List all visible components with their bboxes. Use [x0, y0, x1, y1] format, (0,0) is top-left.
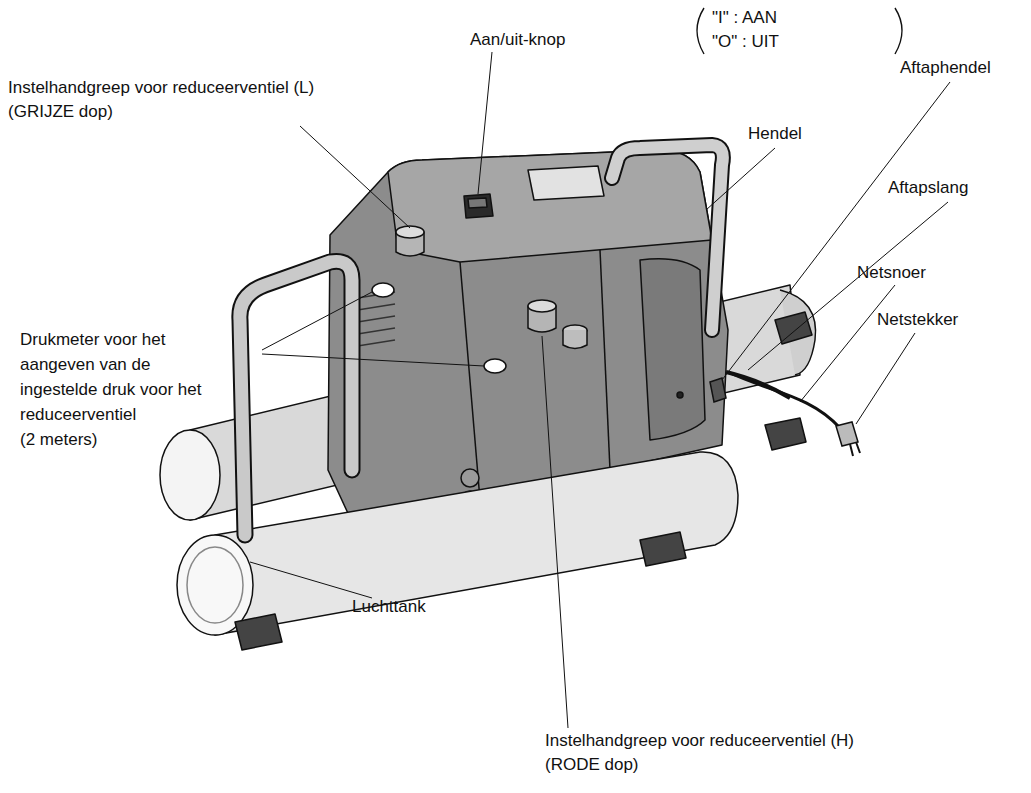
part-label: (RODE dop) — [545, 755, 639, 775]
part-label: Netstekker — [877, 310, 958, 330]
part-label: ingestelde druk voor het — [20, 380, 201, 400]
part-label: Netsnoer — [857, 263, 926, 283]
part-label: "O" : UIT — [712, 32, 779, 52]
part-label: Aftaphendel — [900, 58, 991, 78]
bracket — [697, 8, 902, 54]
part-label: (2 meters) — [20, 430, 97, 450]
part-label: "I" : AAN — [712, 8, 777, 28]
part-label: (GRIJZE dop) — [8, 102, 113, 122]
part-label: Instelhandgreep voor reduceerventiel (H) — [545, 731, 854, 751]
part-label: Aan/uit-knop — [470, 30, 565, 50]
leader-lines — [250, 52, 950, 728]
part-label: aangeven van de — [20, 355, 150, 375]
part-label: Instelhandgreep voor reduceerventiel (L) — [8, 78, 314, 98]
part-label: Luchttank — [352, 597, 426, 617]
part-label: Drukmeter voor het — [20, 330, 166, 350]
part-label: reduceerventiel — [20, 405, 136, 425]
part-label: Hendel — [748, 124, 802, 144]
part-label: Aftapslang — [888, 178, 968, 198]
